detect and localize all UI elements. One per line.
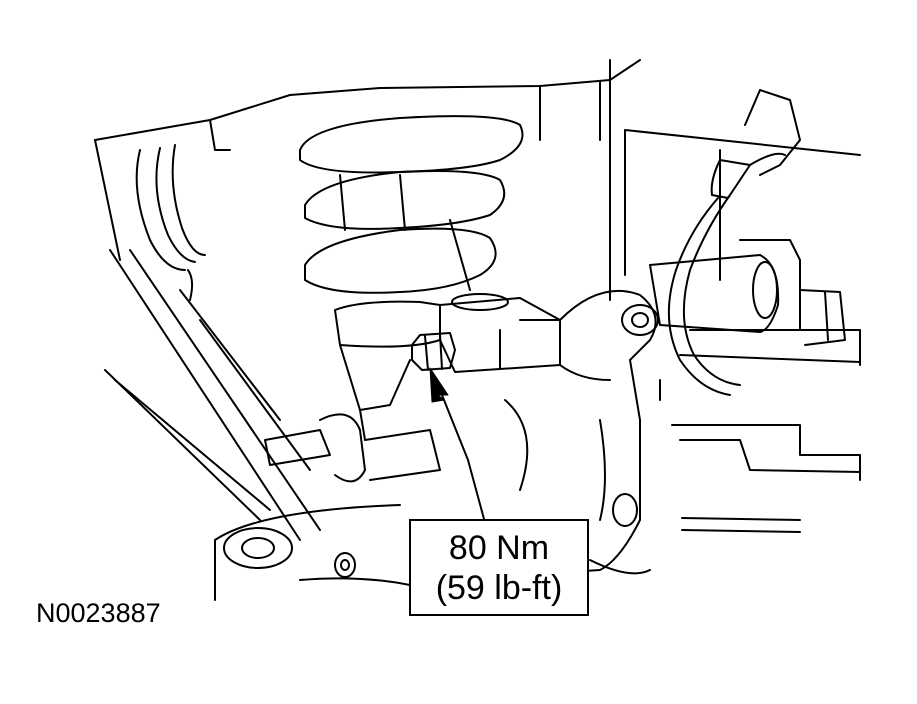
frame-lines — [94, 59, 861, 541]
pinch-bolt — [411, 332, 456, 371]
hub-rotor — [214, 504, 651, 601]
clamp-block — [439, 293, 561, 373]
brake-components — [649, 239, 861, 533]
arrow-pointer-icon — [429, 367, 449, 403]
hose-bundle — [135, 144, 206, 301]
sensor-wire — [667, 89, 801, 396]
stabilizer-link — [264, 413, 441, 483]
coil-spring — [299, 115, 524, 294]
steering-knuckle — [504, 289, 659, 576]
torque-metric: 80 Nm — [448, 528, 550, 567]
figure-id: N0023887 — [36, 598, 161, 628]
torque-callout: 80 Nm (59 lb-ft) — [409, 519, 589, 616]
callout-leader — [441, 394, 485, 520]
torque-imperial: (59 lb-ft) — [435, 568, 563, 607]
